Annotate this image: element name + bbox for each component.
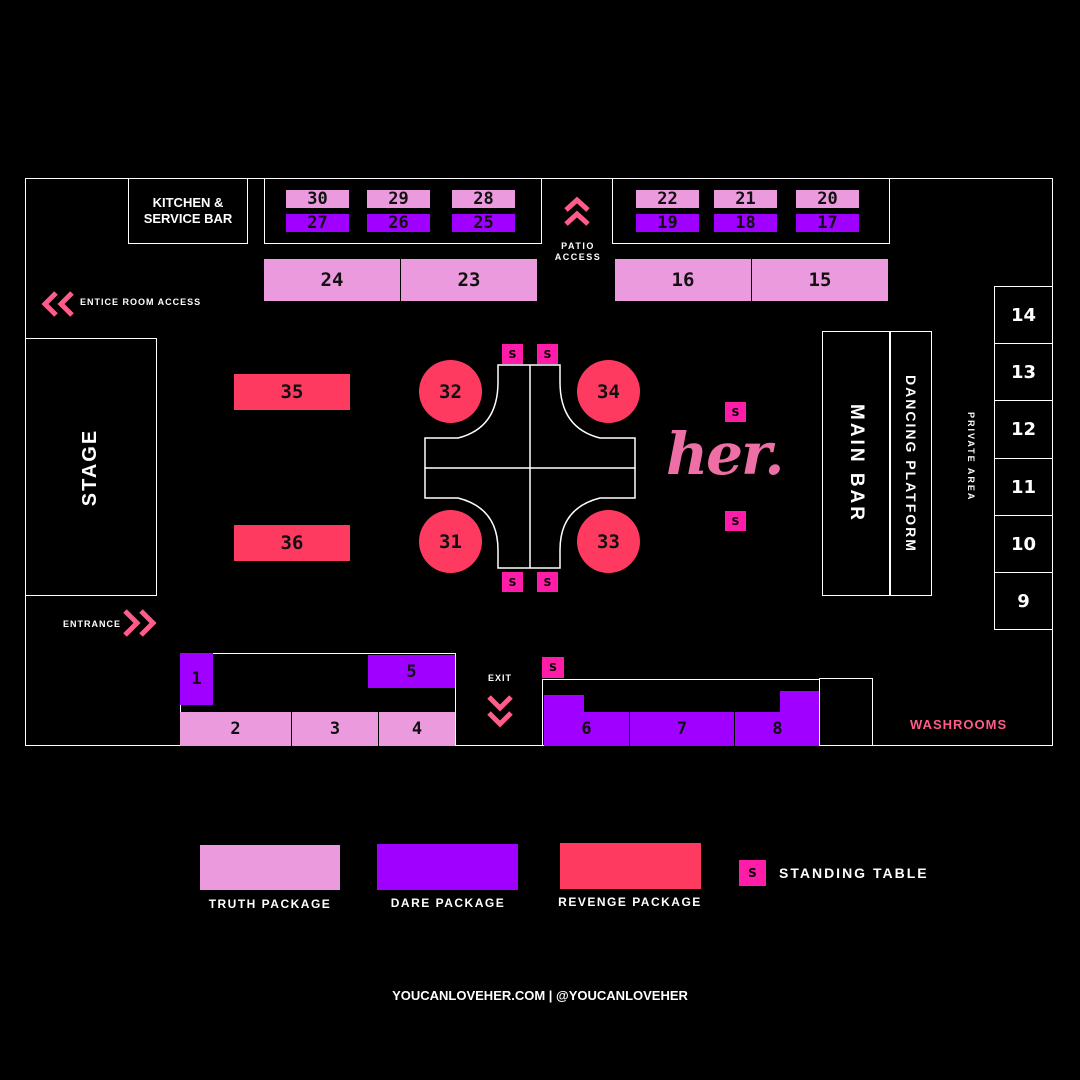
table-14[interactable]: 14 bbox=[994, 286, 1053, 344]
table-27[interactable]: 27 bbox=[286, 213, 349, 233]
chevron-right-icon bbox=[123, 609, 157, 637]
table-26[interactable]: 26 bbox=[367, 213, 430, 233]
table-33[interactable]: 33 bbox=[577, 510, 640, 573]
table-6[interactable]: 6 bbox=[544, 712, 630, 746]
standing-table[interactable]: S bbox=[537, 344, 558, 364]
stage: STAGE bbox=[25, 338, 157, 596]
table-24[interactable]: 24 bbox=[264, 259, 401, 301]
footer-links[interactable]: YOUCANLOVEHER.COM | @YOUCANLOVEHER bbox=[392, 988, 688, 1003]
table-23[interactable]: 23 bbox=[401, 259, 537, 301]
table-29[interactable]: 29 bbox=[367, 189, 430, 209]
standing-table[interactable]: S bbox=[502, 572, 523, 592]
standing-table[interactable]: S bbox=[725, 511, 746, 531]
table-36[interactable]: 36 bbox=[234, 525, 350, 561]
table-2[interactable]: 2 bbox=[180, 712, 292, 746]
table-34[interactable]: 34 bbox=[577, 360, 640, 423]
entice-room-access-label: ENTICE ROOM ACCESS bbox=[80, 297, 202, 307]
legend-label-truth: TRUTH PACKAGE bbox=[208, 897, 332, 911]
legend-label-dare: DARE PACKAGE bbox=[390, 896, 506, 910]
booth-group-top-left bbox=[264, 178, 542, 244]
legend-swatch-truth bbox=[200, 845, 340, 890]
table-13[interactable]: 13 bbox=[994, 343, 1053, 401]
main-bar-label: MAIN BAR bbox=[846, 404, 867, 523]
table-9[interactable]: 9 bbox=[994, 572, 1053, 630]
table-12[interactable]: 12 bbox=[994, 400, 1053, 459]
table-17[interactable]: 17 bbox=[796, 213, 859, 233]
table-5[interactable]: 5 bbox=[368, 655, 455, 688]
table-7[interactable]: 7 bbox=[630, 712, 735, 746]
legend-label-standing: STANDING TABLE bbox=[779, 865, 929, 881]
standing-table[interactable]: S bbox=[725, 402, 746, 422]
table-32[interactable]: 32 bbox=[419, 360, 482, 423]
standing-table[interactable]: S bbox=[537, 572, 558, 592]
table-20[interactable]: 20 bbox=[796, 189, 859, 209]
table-35[interactable]: 35 bbox=[234, 374, 350, 410]
table-15[interactable]: 15 bbox=[752, 259, 888, 301]
kitchen-service-bar: KITCHEN & SERVICE BAR bbox=[128, 178, 248, 244]
stage-label: STAGE bbox=[79, 428, 102, 506]
washrooms-label: WASHROOMS bbox=[910, 717, 1008, 732]
table-31[interactable]: 31 bbox=[419, 510, 482, 573]
booth-6-backrest bbox=[544, 695, 584, 713]
main-bar: MAIN BAR bbox=[822, 331, 890, 596]
table-25[interactable]: 25 bbox=[452, 213, 515, 233]
storage-box bbox=[819, 678, 873, 746]
legend-label-revenge: REVENGE PACKAGE bbox=[558, 895, 702, 909]
patio-access-label: PATIO ACCESS bbox=[554, 241, 602, 262]
standing-table[interactable]: S bbox=[502, 344, 523, 364]
booth-8-backrest bbox=[780, 691, 820, 713]
table-22[interactable]: 22 bbox=[636, 189, 699, 209]
center-bar bbox=[424, 364, 636, 569]
exit-label: EXIT bbox=[487, 673, 512, 683]
table-8[interactable]: 8 bbox=[735, 712, 820, 746]
booth-group-top-right bbox=[612, 178, 890, 244]
chevron-down-icon bbox=[487, 695, 513, 728]
table-28[interactable]: 28 bbox=[452, 189, 515, 209]
table-19[interactable]: 19 bbox=[636, 213, 699, 233]
table-3[interactable]: 3 bbox=[292, 712, 379, 746]
private-area-label: PRIVATE AREA bbox=[966, 412, 976, 502]
table-11[interactable]: 11 bbox=[994, 458, 1053, 516]
table-21[interactable]: 21 bbox=[714, 189, 777, 209]
legend-swatch-dare bbox=[377, 844, 518, 890]
her-logo: her. bbox=[666, 420, 784, 488]
table-10[interactable]: 10 bbox=[994, 515, 1053, 573]
entrance-label: ENTRANCE bbox=[63, 619, 122, 629]
dancing-platform-label: DANCING PLATFORM bbox=[903, 374, 919, 553]
standing-table[interactable]: S bbox=[542, 657, 564, 678]
chevron-up-icon bbox=[564, 196, 590, 226]
legend-swatch-standing: S bbox=[739, 860, 766, 886]
table-4[interactable]: 4 bbox=[379, 712, 455, 746]
table-16[interactable]: 16 bbox=[615, 259, 752, 301]
table-18[interactable]: 18 bbox=[714, 213, 777, 233]
table-1[interactable]: 1 bbox=[180, 653, 213, 705]
chevron-left-icon bbox=[41, 291, 74, 317]
table-30[interactable]: 30 bbox=[286, 189, 349, 209]
legend-swatch-revenge bbox=[560, 843, 701, 889]
dancing-platform: DANCING PLATFORM bbox=[890, 331, 932, 596]
